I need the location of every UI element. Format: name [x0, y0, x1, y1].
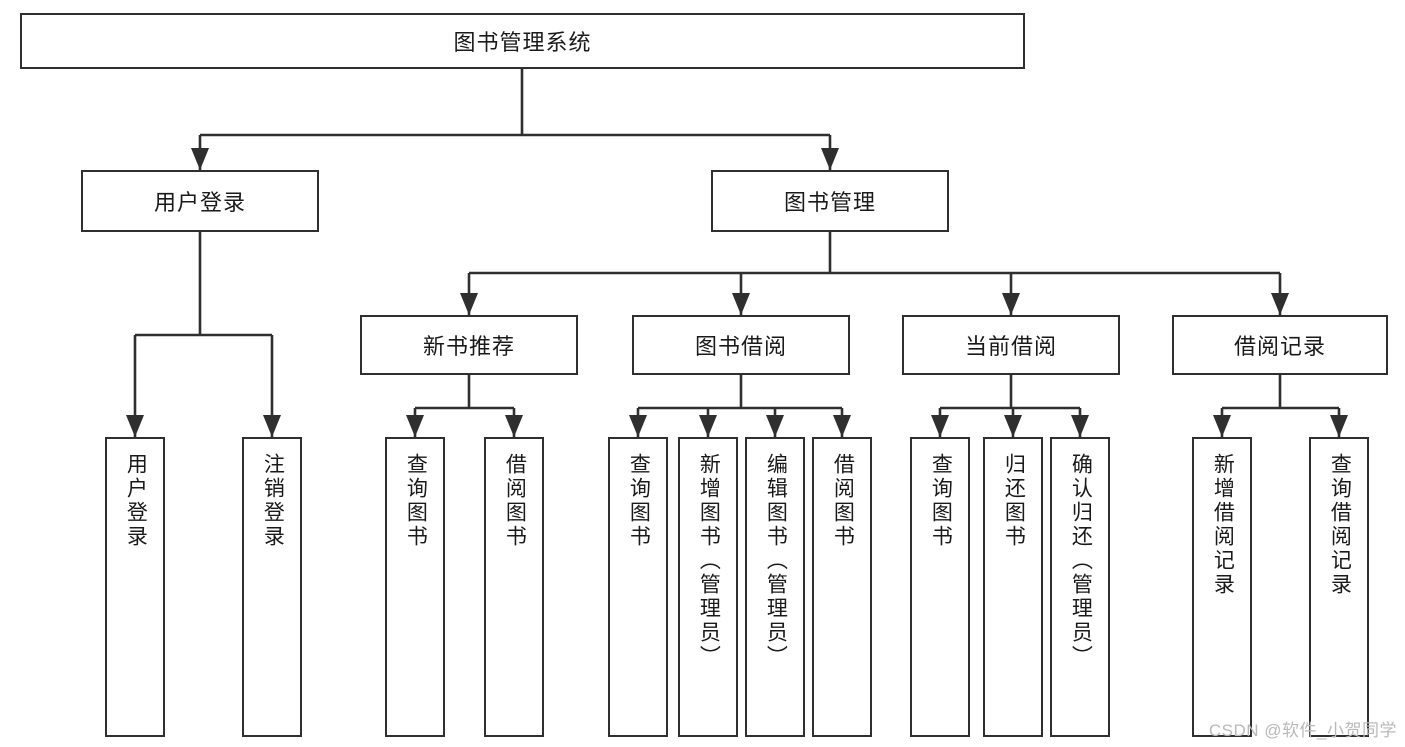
edge-arrowhead-userlogin-to-leaves-1	[263, 415, 281, 437]
leaf-node-leaf-borrow-book-label: 借阅图书	[831, 453, 855, 549]
leaf-node-leaf-edit-book[interactable]: 编辑图书（管理员）	[745, 437, 805, 737]
leaf-node-leaf-user-login-label: 用户登录	[124, 453, 148, 549]
edge-arrowhead-bookmanage-to-level3-3	[1271, 293, 1289, 315]
leaf-node-leaf-borrow-book-rec[interactable]: 借阅图书	[484, 437, 544, 737]
edge-arrowhead-currentborrow-to-leaves-2	[1071, 415, 1089, 437]
edge-arrowhead-root-to-level2-0	[191, 148, 209, 170]
level2-node-book-manage-label: 图书管理	[783, 190, 876, 215]
leaf-node-leaf-edit-book-label: 编辑图书（管理员）	[764, 453, 788, 669]
leaf-node-leaf-query-book-borrow-label: 查询图书	[627, 453, 651, 549]
leaf-node-leaf-query-book-cur-label: 查询图书	[929, 453, 953, 549]
leaf-node-leaf-borrow-book-rec-label: 借阅图书	[503, 453, 527, 549]
edge-arrowhead-root-to-level2-1	[821, 148, 839, 170]
edge-arrowhead-newbook-to-leaves-0	[406, 415, 424, 437]
level3-node-current-borrow[interactable]: 当前借阅	[902, 315, 1120, 375]
leaf-node-leaf-add-record[interactable]: 新增借阅记录	[1192, 437, 1252, 737]
level3-node-new-book-recommend[interactable]: 新书推荐	[360, 315, 578, 375]
leaf-node-leaf-return-book-label: 归还图书	[1002, 453, 1026, 549]
leaf-node-leaf-logout-label: 注销登录	[261, 453, 285, 549]
level3-node-new-book-recommend-label: 新书推荐	[422, 334, 515, 359]
leaf-node-leaf-add-record-label: 新增借阅记录	[1211, 453, 1235, 597]
edge-arrowhead-bookmanage-to-level3-1	[732, 293, 750, 315]
edge-arrowhead-bookborrow-to-leaves-0	[629, 415, 647, 437]
leaf-node-leaf-user-login[interactable]: 用户登录	[105, 437, 165, 737]
level3-node-book-borrow[interactable]: 图书借阅	[632, 315, 850, 375]
level3-node-book-borrow-label: 图书借阅	[694, 334, 787, 359]
leaf-node-leaf-logout[interactable]: 注销登录	[242, 437, 302, 737]
edge-arrowhead-borrowrecord-to-leaves-1	[1330, 415, 1348, 437]
level3-node-borrow-record-label: 借阅记录	[1233, 334, 1326, 359]
level2-node-user-login[interactable]: 用户登录	[81, 170, 319, 232]
edge-arrowhead-bookmanage-to-level3-0	[460, 293, 478, 315]
edge-arrowhead-bookborrow-to-leaves-2	[766, 415, 784, 437]
edge-arrowhead-newbook-to-leaves-1	[505, 415, 523, 437]
level2-node-book-manage[interactable]: 图书管理	[711, 170, 949, 232]
level2-node-user-login-label: 用户登录	[153, 190, 246, 215]
leaf-node-leaf-confirm-return-label: 确认归还（管理员）	[1069, 453, 1093, 669]
node-root[interactable]: 图书管理系统	[20, 13, 1025, 69]
leaf-node-leaf-query-book-cur[interactable]: 查询图书	[910, 437, 970, 737]
edge-arrowhead-borrowrecord-to-leaves-0	[1213, 415, 1231, 437]
leaf-node-leaf-confirm-return[interactable]: 确认归还（管理员）	[1050, 437, 1110, 737]
leaf-node-leaf-query-book-borrow[interactable]: 查询图书	[608, 437, 668, 737]
leaf-node-leaf-return-book[interactable]: 归还图书	[983, 437, 1043, 737]
watermark: CSDN @软件_小贺同学	[1208, 721, 1397, 740]
edge-arrowhead-bookmanage-to-level3-2	[1002, 293, 1020, 315]
edge-arrowhead-currentborrow-to-leaves-1	[1004, 415, 1022, 437]
edge-arrowhead-bookborrow-to-leaves-3	[833, 415, 851, 437]
leaf-node-leaf-query-book-rec[interactable]: 查询图书	[385, 437, 445, 737]
leaf-node-leaf-query-record-label: 查询借阅记录	[1328, 453, 1352, 597]
level3-node-current-borrow-label: 当前借阅	[964, 334, 1057, 359]
leaf-node-leaf-query-book-rec-label: 查询图书	[404, 453, 428, 549]
leaf-node-leaf-query-record[interactable]: 查询借阅记录	[1309, 437, 1369, 737]
leaf-node-leaf-add-book-label: 新增图书（管理员）	[697, 453, 721, 669]
level3-node-borrow-record[interactable]: 借阅记录	[1172, 315, 1388, 375]
node-root-label: 图书管理系统	[453, 30, 592, 55]
leaf-node-leaf-borrow-book[interactable]: 借阅图书	[812, 437, 872, 737]
leaf-node-leaf-add-book[interactable]: 新增图书（管理员）	[678, 437, 738, 737]
edge-arrowhead-bookborrow-to-leaves-1	[699, 415, 717, 437]
edge-arrowhead-currentborrow-to-leaves-0	[931, 415, 949, 437]
edge-arrowhead-userlogin-to-leaves-0	[126, 415, 144, 437]
